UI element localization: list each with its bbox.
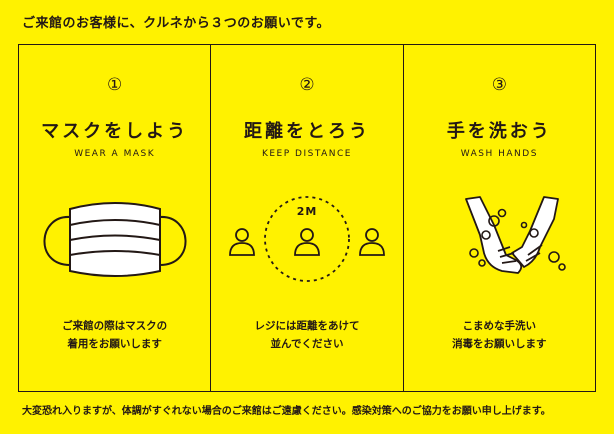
panel-title: マスクをしよう: [41, 121, 189, 142]
panel-subtitle: WASH HANDS: [460, 149, 538, 159]
panel-wash-hands: ③ 手を洗おう WASH HANDS: [404, 45, 595, 391]
panel-title: 手を洗おう: [446, 121, 552, 142]
panel-description: ご来館の際はマスクの 着用をお願いします: [62, 320, 168, 350]
panel-title: 距離をとろう: [243, 121, 370, 142]
page-header: ご来館のお客様に、クルネから３つのお願いです。: [22, 16, 331, 31]
panel-subtitle: WEAR A MASK: [74, 149, 156, 159]
social-distance-icon: 2M: [211, 195, 402, 285]
panel-keep-distance: ② 距離をとろう KEEP DISTANCE 2M: [211, 45, 404, 391]
panel-subtitle: KEEP DISTANCE: [261, 149, 352, 159]
hand-washing-icon: [404, 195, 595, 285]
panel-number: ①: [107, 75, 123, 95]
distance-label: 2M: [297, 205, 318, 218]
panel-number: ②: [299, 75, 315, 95]
panel-number: ③: [491, 75, 507, 95]
panel-wear-mask: ① マスクをしよう WEAR A MASK ご来館の際はマスクの 着: [19, 45, 212, 391]
request-panels: ① マスクをしよう WEAR A MASK ご来館の際はマスクの 着: [18, 44, 596, 392]
panel-description: レジには距離をあけて 並んでください: [254, 320, 360, 350]
face-mask-icon: [19, 195, 210, 285]
page-footer: 大変恐れ入りますが、体調がすぐれない場合のご来館はご遠慮ください。感染対策へのご…: [22, 406, 551, 417]
panel-description: こまめな手洗い 消毒をお願いします: [452, 320, 547, 350]
